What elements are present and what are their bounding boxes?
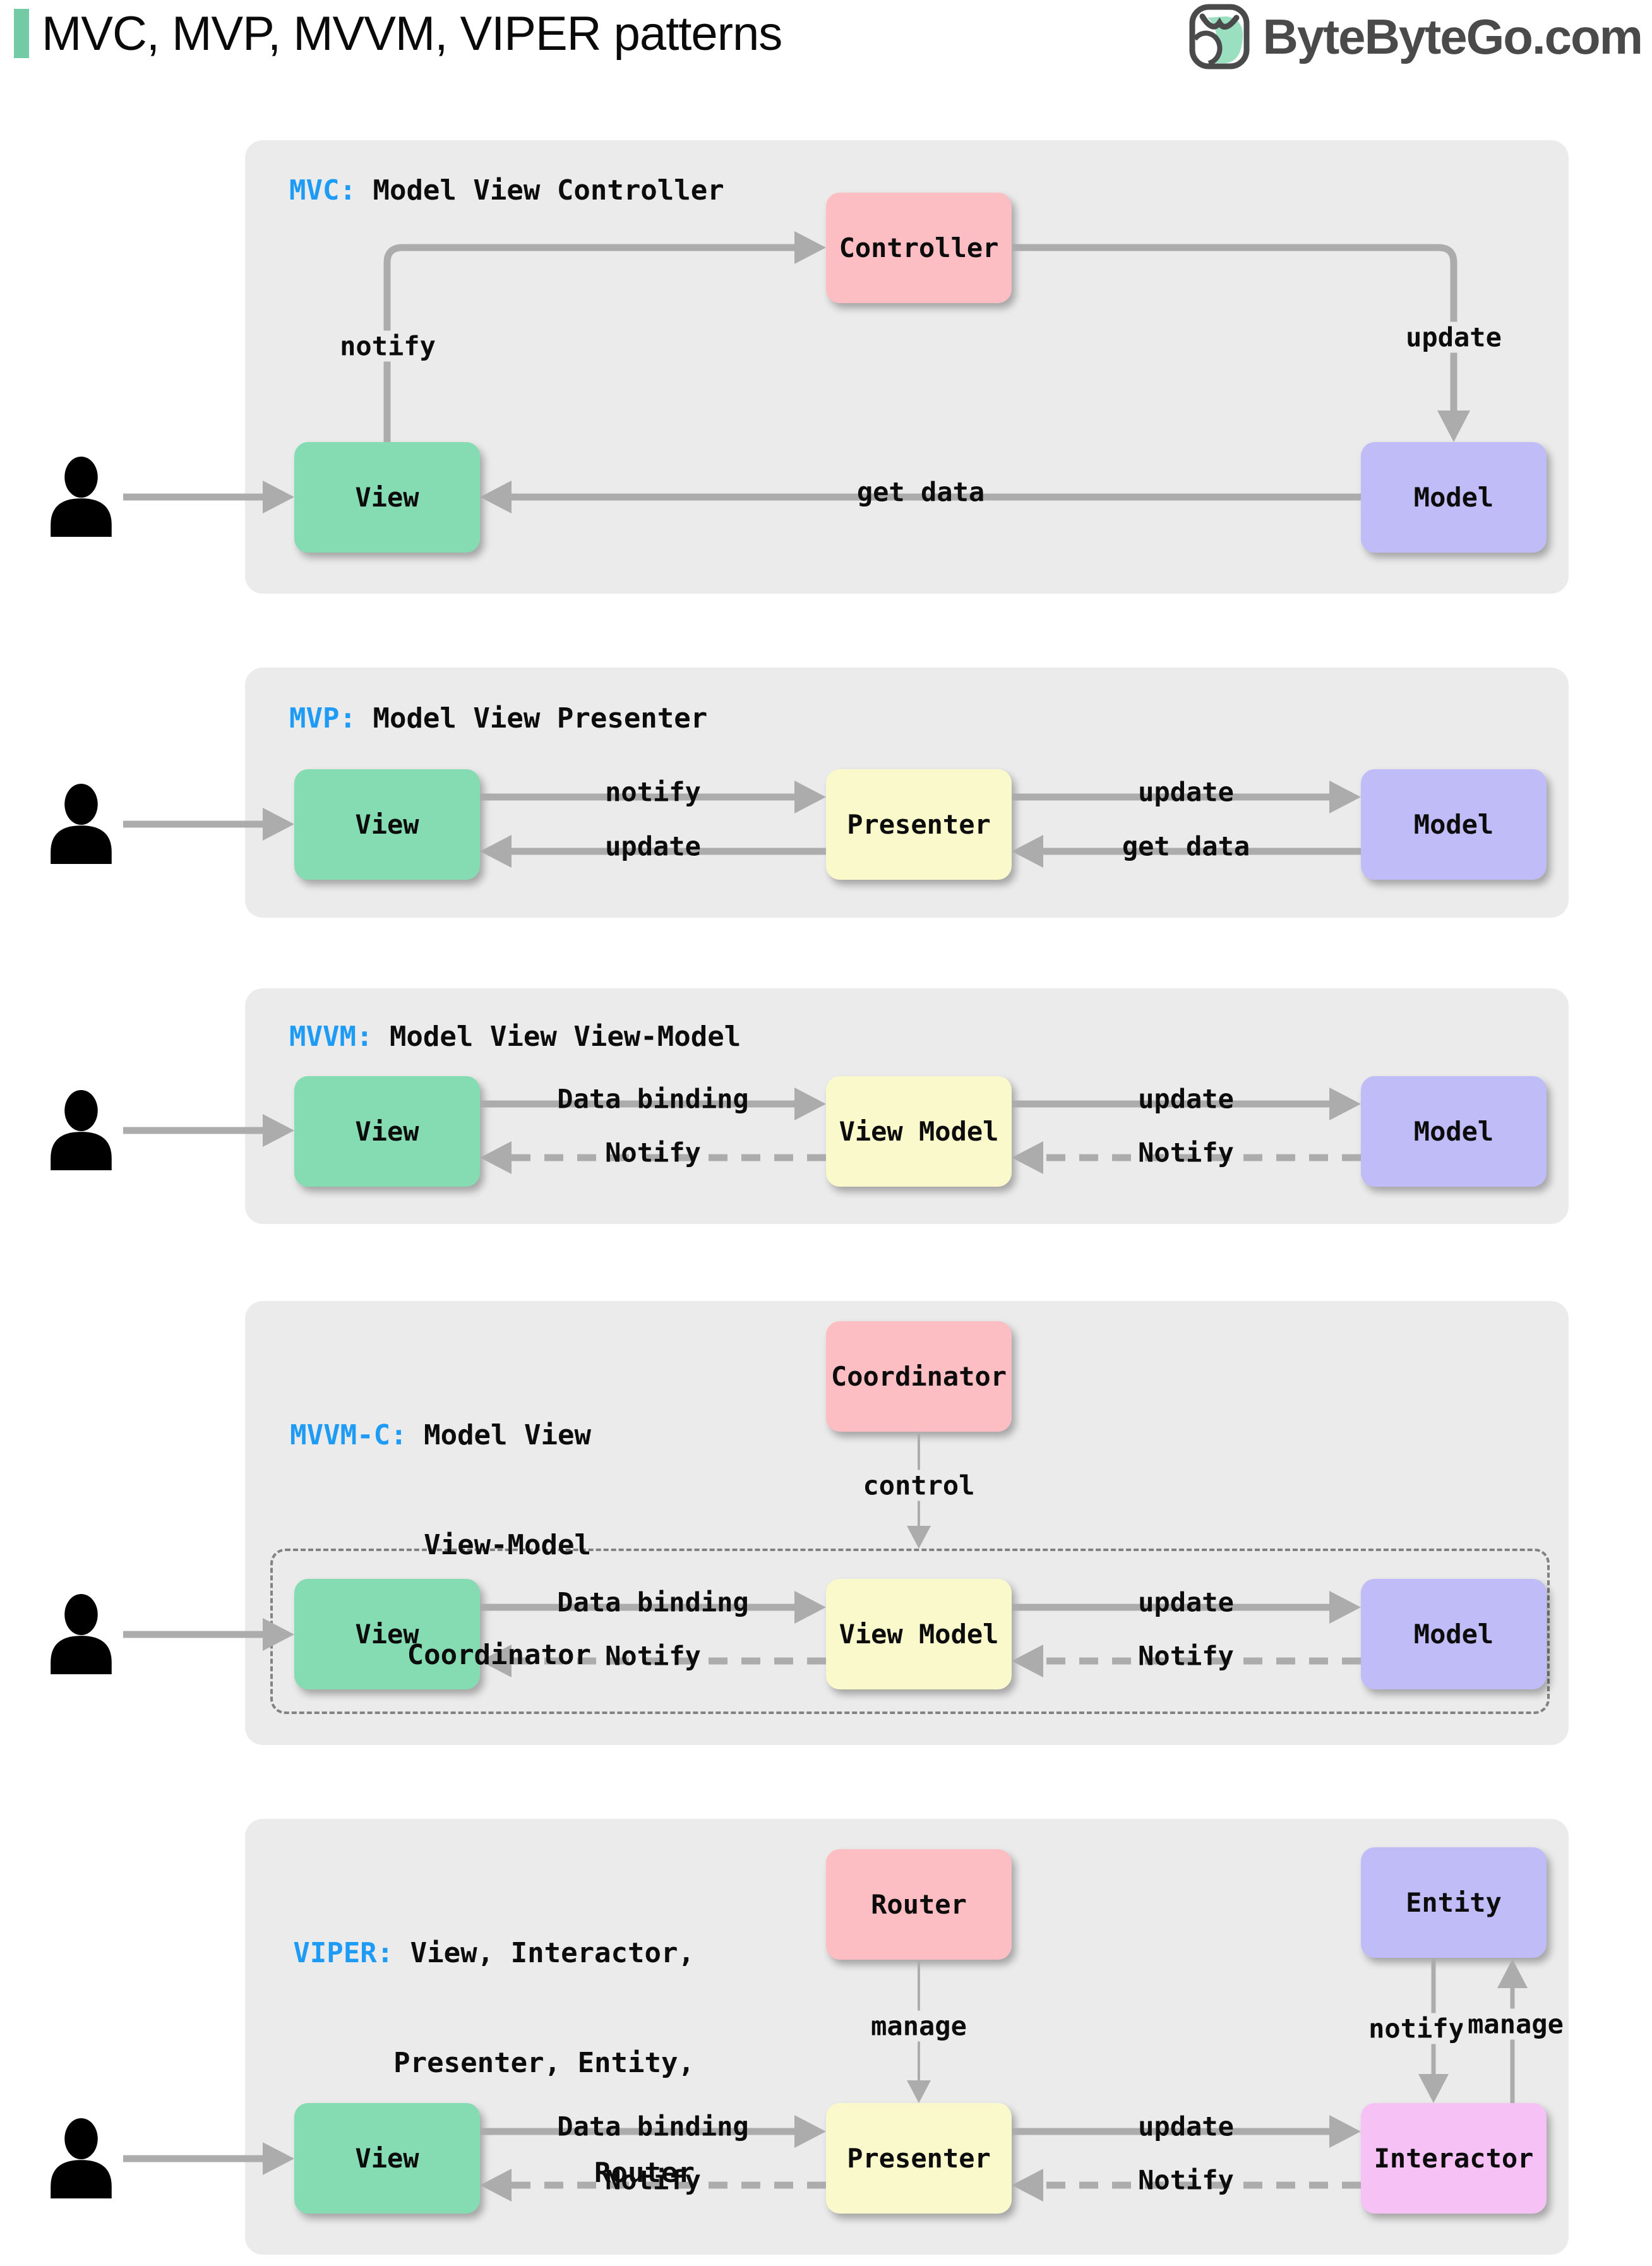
arrow-mvvmc-update-viewmodel-to-model <box>1012 1591 1361 1624</box>
mvc-model-box: Model <box>1361 442 1547 553</box>
mvc-tag: MVC: <box>289 174 356 207</box>
mvp-tag: MVP: <box>289 702 356 734</box>
arrow-mvvm-notify-model-to-viewmodel <box>1012 1141 1361 1174</box>
mvvm-c-notify-left-label: Notify <box>605 1640 701 1672</box>
arrow-viper-manage-interactor-to-entity <box>1497 1959 1528 2103</box>
mvc-name: Model View Controller <box>356 174 724 207</box>
viper-header: VIPER: View, Interactor, Presenter, Enti… <box>290 1862 695 2265</box>
arrow-viper-notify-presenter-to-view <box>480 2169 826 2202</box>
arrow-mvp-update-presenter-to-view <box>480 835 826 868</box>
mvvm-update-label: update <box>1138 1083 1234 1115</box>
arrow-user-to-view <box>123 2142 294 2175</box>
viper-update-label: update <box>1138 2111 1234 2142</box>
arrow-viper-notify-interactor-to-presenter <box>1012 2169 1361 2202</box>
arrow-viper-update-presenter-to-interactor <box>1012 2115 1361 2148</box>
viper-entity-box: Entity <box>1361 1847 1547 1958</box>
arrow-user-to-view <box>123 808 294 841</box>
mvvm-c-notify-right-label: Notify <box>1138 1640 1234 1672</box>
brand-name: ByteByteGo.com <box>1262 8 1643 64</box>
viper-name-line1: View, Interactor, <box>393 1937 695 1969</box>
arrow-mvvm-notify-viewmodel-to-view <box>480 1141 826 1174</box>
arrow-viper-databinding-view-to-presenter <box>480 2115 826 2148</box>
mvvm-c-model-box: Model <box>1361 1579 1547 1689</box>
arrow-mvvm-update-viewmodel-to-model <box>1012 1088 1361 1120</box>
mvp-update-right-label: update <box>1138 776 1234 808</box>
viper-tag: VIPER: <box>293 1937 394 1969</box>
mvvm-notify-right-label: Notify <box>1138 1137 1234 1168</box>
title-accent-bar <box>14 9 29 58</box>
mvvm-c-name-line1: Model View <box>407 1419 591 1451</box>
arrow-mvvmc-notify-viewmodel-to-view <box>480 1645 826 1677</box>
viper-presenter-box: Presenter <box>826 2103 1012 2214</box>
mvp-view-box: View <box>294 769 480 880</box>
arrow-mvvmc-databinding-view-to-viewmodel <box>480 1591 826 1624</box>
mvvm-c-header-line1: MVVM-C: Model View <box>289 1417 591 1454</box>
mvvm-c-update-label: update <box>1138 1586 1234 1618</box>
mvvm-c-view-model-box: View Model <box>826 1579 1012 1689</box>
mvp-header: MVP: Model View Presenter <box>289 702 707 734</box>
viper-databinding-label: Data binding <box>557 2111 749 2142</box>
mvvm-view-box: View <box>294 1076 480 1187</box>
user-icon <box>51 2118 112 2198</box>
user-icon <box>51 1089 112 1170</box>
arrow-user-to-view <box>123 1618 294 1651</box>
arrow-user-to-view <box>123 481 294 513</box>
mvvm-name: Model View View-Model <box>373 1021 741 1053</box>
user-icon <box>51 1593 112 1674</box>
mvp-presenter-box: Presenter <box>826 769 1012 880</box>
mvp-model-box: Model <box>1361 769 1547 880</box>
mvvm-c-control-label: control <box>858 1470 980 1501</box>
arrow-user-to-view <box>123 1114 294 1147</box>
mvvm-c-name-line3: Coordinator <box>407 1639 591 1671</box>
viper-header-line1: VIPER: View, Interactor, <box>290 1935 695 1972</box>
mvp-name: Model View Presenter <box>356 702 708 734</box>
user-icon <box>51 456 112 537</box>
mvvm-databinding-label: Data binding <box>557 1083 749 1115</box>
mvvm-c-coordinator-box: Coordinator <box>826 1321 1012 1432</box>
mvvm-view-model-box: View Model <box>826 1076 1012 1187</box>
viper-manage-entity-label: manage <box>1463 2008 1569 2040</box>
arrow-mvvmc-notify-model-to-viewmodel <box>1012 1645 1361 1677</box>
mvvm-c-databinding-label: Data binding <box>557 1586 749 1618</box>
mvvm-c-view-box: View <box>294 1579 480 1689</box>
mvvm-tag: MVVM: <box>289 1021 373 1053</box>
viper-notify-right-label: Notify <box>1138 2164 1234 2196</box>
mvvm-c-header: MVVM-C: Model View View-Model Coordinato… <box>289 1344 591 1747</box>
arrow-mvc-notify-view-to-controller <box>383 231 826 442</box>
mvvm-c-name-line2: View-Model <box>424 1529 591 1561</box>
arrow-mvp-getdata-model-to-presenter <box>1012 835 1361 868</box>
mvvm-c-tag: MVVM-C: <box>290 1419 407 1451</box>
bytebytego-bird-icon <box>1189 4 1249 69</box>
arrow-mvc-getdata-model-to-view <box>480 481 1361 513</box>
viper-router-box: Router <box>826 1849 1012 1960</box>
mvvm-notify-left-label: Notify <box>605 1137 701 1168</box>
mvc-controller-box: Controller <box>826 193 1012 303</box>
viper-name-line3: Router <box>594 2157 695 2189</box>
mvp-notify-label: notify <box>605 776 701 808</box>
mvvm-header: MVVM: Model View View-Model <box>289 1021 741 1053</box>
page-title: MVC, MVP, MVVM, VIPER patterns <box>42 7 782 61</box>
mvc-getdata-label: get data <box>856 476 985 508</box>
viper-interactor-box: Interactor <box>1361 2103 1547 2214</box>
viper-notify-entity-label: notify <box>1363 2013 1469 2044</box>
viper-notify-left-label: Notify <box>605 2164 701 2196</box>
arrow-mvvm-databinding-view-to-viewmodel <box>480 1088 826 1120</box>
user-icon <box>51 783 112 864</box>
mvc-header: MVC: Model View Controller <box>289 174 724 207</box>
arrow-mvp-notify-view-to-presenter <box>480 781 826 813</box>
mvc-view-box: View <box>294 442 480 553</box>
arrow-mvc-update-controller-to-model <box>1012 244 1470 442</box>
mvp-getdata-label: get data <box>1122 830 1250 862</box>
arrow-mvp-update-presenter-to-model <box>1012 781 1361 813</box>
viper-name-line2: Presenter, Entity, <box>393 2047 695 2079</box>
mvc-notify-label: notify <box>335 330 441 362</box>
viper-view-box: View <box>294 2103 480 2214</box>
mvvm-model-box: Model <box>1361 1076 1547 1187</box>
brand-logo: ByteByteGo.com <box>1186 4 1643 69</box>
viper-manage-router-label: manage <box>866 2010 972 2042</box>
mvc-update-label: update <box>1401 321 1507 353</box>
mvp-update-left-label: update <box>605 830 701 862</box>
